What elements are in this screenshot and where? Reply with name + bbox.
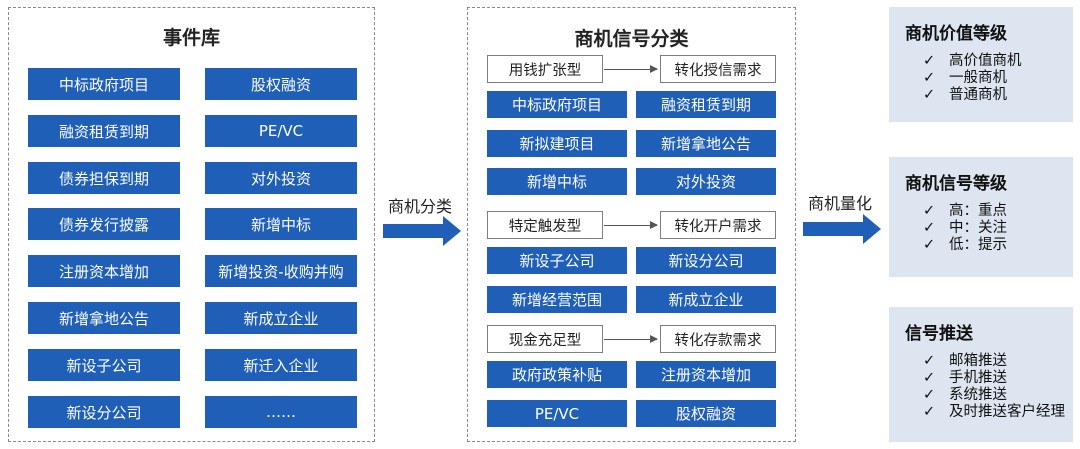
- card-item-label: 中：关注: [949, 220, 1007, 236]
- signal-tile: 注册资本增加: [636, 361, 776, 388]
- event-tile: 新迁入企业: [205, 349, 357, 381]
- signal-tile: 新增中标: [487, 168, 627, 195]
- event-tile: 中标政府项目: [28, 68, 180, 100]
- event-tile: 新设分公司: [28, 396, 180, 428]
- signal-type-box: 用钱扩张型: [487, 55, 603, 83]
- classification-title: 商机信号分类: [574, 28, 689, 50]
- type-to-result-arrow: [604, 221, 658, 229]
- card-item: ✓ 低：提示: [905, 237, 1073, 254]
- signal-tile: PE/VC: [487, 400, 627, 427]
- conversion-result-box: 转化授信需求: [660, 55, 776, 83]
- check-icon: ✓: [923, 237, 936, 253]
- event-tile: 对外投资: [205, 162, 357, 194]
- card-item-label: 手机推送: [949, 370, 1007, 386]
- card-item: ✓ 系统推送: [905, 387, 1073, 404]
- check-icon: ✓: [923, 220, 936, 236]
- signal-tile: 政府政策补贴: [487, 361, 627, 388]
- summary-card: 商机信号等级 ✓ 高：重点 ✓ 中：关注 ✓ 低：提示: [889, 157, 1073, 277]
- signal-tile: 新成立企业: [636, 286, 776, 313]
- card-item: ✓ 高价值商机: [905, 53, 1073, 70]
- event-tile: 新成立企业: [205, 302, 357, 334]
- card-title: 商机价值等级: [905, 24, 1007, 44]
- signal-tile: 新增拿地公告: [636, 130, 776, 157]
- card-item: ✓ 及时推送客户经理: [905, 404, 1073, 421]
- classification-panel: 商机信号分类: [467, 7, 796, 442]
- check-icon: ✓: [923, 387, 936, 403]
- event-tile: 新增投资-收购并购: [205, 255, 357, 287]
- card-item: ✓ 手机推送: [905, 370, 1073, 387]
- signal-type-box: 现金充足型: [487, 325, 603, 353]
- check-icon: ✓: [923, 404, 936, 420]
- event-tile: 新设子公司: [28, 349, 180, 381]
- event-tile: 股权融资: [205, 68, 357, 100]
- type-to-result-arrow: [604, 335, 658, 343]
- event-tile: 新增拿地公告: [28, 302, 180, 334]
- summary-card: 商机价值等级 ✓ 高价值商机 ✓ 一般商机 ✓ 普通商机: [889, 7, 1073, 122]
- card-item-label: 系统推送: [949, 387, 1007, 403]
- card-item-label: 邮箱推送: [949, 353, 1007, 369]
- event-tile: ……: [205, 396, 357, 428]
- type-to-result-arrow: [604, 65, 658, 73]
- signal-tile: 股权融资: [636, 400, 776, 427]
- card-item-label: 一般商机: [949, 70, 1007, 86]
- signal-tile: 对外投资: [636, 168, 776, 195]
- card-item: ✓ 一般商机: [905, 70, 1073, 87]
- conversion-result-box: 转化存款需求: [660, 325, 776, 353]
- event-tile: 融资租赁到期: [28, 115, 180, 147]
- event-tile: 新增中标: [205, 208, 357, 240]
- flow-arrow-quantify: [803, 214, 881, 244]
- conversion-result-box: 转化开户需求: [660, 211, 776, 239]
- flow-label-classify: 商机分类: [388, 197, 453, 216]
- card-item-label: 高价值商机: [949, 53, 1022, 69]
- card-item-label: 高：重点: [949, 203, 1007, 219]
- event-tile: 债券担保到期: [28, 162, 180, 194]
- event-tile: PE/VC: [205, 115, 357, 147]
- card-item-label: 低：提示: [949, 237, 1007, 253]
- check-icon: ✓: [923, 70, 936, 86]
- check-icon: ✓: [923, 370, 936, 386]
- signal-tile: 新增经营范围: [487, 286, 627, 313]
- card-title: 商机信号等级: [905, 174, 1007, 194]
- signal-tile: 新设子公司: [487, 247, 627, 274]
- signal-type-box: 特定触发型: [487, 211, 603, 239]
- check-icon: ✓: [923, 203, 936, 219]
- flow-label-quantify: 商机量化: [808, 194, 873, 213]
- check-icon: ✓: [923, 353, 936, 369]
- event-library-title: 事件库: [162, 27, 220, 49]
- card-item-label: 及时推送客户经理: [949, 404, 1065, 420]
- signal-tile: 融资租赁到期: [636, 91, 776, 118]
- card-item-label: 普通商机: [949, 87, 1007, 103]
- event-library-panel: 事件库: [8, 7, 375, 442]
- card-title: 信号推送: [905, 324, 973, 344]
- card-item: ✓ 普通商机: [905, 87, 1073, 104]
- check-icon: ✓: [923, 87, 936, 103]
- signal-tile: 中标政府项目: [487, 91, 627, 118]
- event-tile: 注册资本增加: [28, 255, 180, 287]
- flow-arrow-classify: [383, 216, 461, 246]
- signal-tile: 新拟建项目: [487, 130, 627, 157]
- summary-card: 信号推送 ✓ 邮箱推送 ✓ 手机推送 ✓ 系统推送 ✓ 及时推送客户经理: [889, 307, 1073, 442]
- check-icon: ✓: [923, 53, 936, 69]
- card-item: ✓ 邮箱推送: [905, 353, 1073, 370]
- event-tile: 债券发行披露: [28, 208, 180, 240]
- card-item: ✓ 中：关注: [905, 220, 1073, 237]
- signal-tile: 新设分公司: [636, 247, 776, 274]
- card-item: ✓ 高：重点: [905, 203, 1073, 220]
